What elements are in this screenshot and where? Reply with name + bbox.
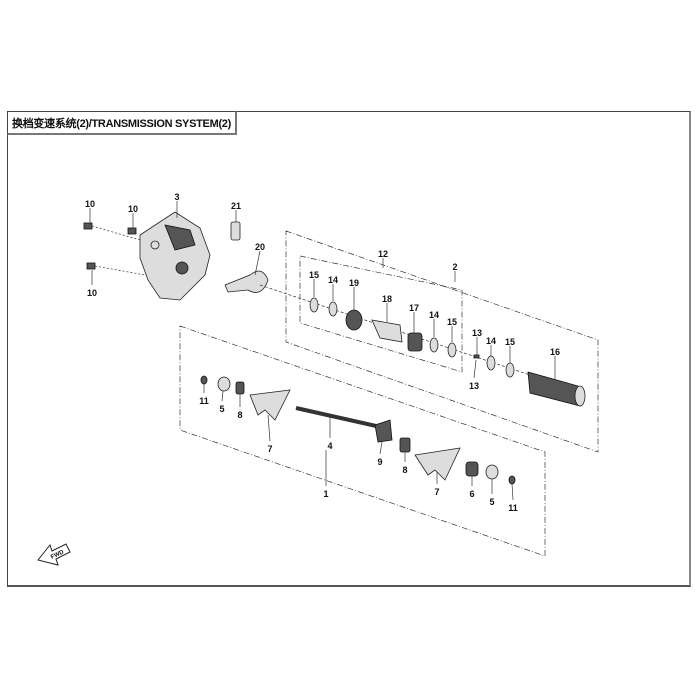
part-4-fork-shaft[interactable]	[295, 406, 386, 430]
callout-16: 16	[550, 347, 560, 357]
part-3-shift-housing[interactable]	[139, 211, 211, 301]
callout-12: 12	[378, 249, 388, 259]
part-14-washer[interactable]	[328, 301, 338, 317]
part-18-shaft[interactable]	[371, 319, 403, 343]
callout-1: 1	[323, 489, 328, 499]
callout-9: 9	[377, 457, 382, 467]
part-10-bolt[interactable]	[86, 262, 146, 276]
callout-15: 15	[505, 337, 515, 347]
callout-15: 15	[447, 317, 457, 327]
callout-8: 8	[402, 465, 407, 475]
callout-7: 7	[434, 487, 439, 497]
callout-19: 19	[349, 278, 359, 288]
part-8-spring[interactable]	[235, 381, 245, 395]
part-15-circlip[interactable]	[505, 362, 515, 378]
part-5-cap[interactable]	[217, 376, 231, 392]
callout-10: 10	[85, 199, 95, 209]
part-15-circlip[interactable]	[447, 342, 457, 358]
part-21-pin[interactable]	[230, 221, 241, 241]
part-10-bolt[interactable]	[127, 227, 137, 235]
part-7-shift-fork[interactable]	[414, 447, 461, 481]
part-17-spring[interactable]	[407, 332, 423, 352]
group-box-12	[299, 255, 463, 373]
callout-14: 14	[429, 310, 439, 320]
callout-14: 14	[328, 275, 338, 285]
callout-11: 11	[199, 396, 209, 406]
callout-15: 15	[309, 270, 319, 280]
callout-5: 5	[489, 497, 494, 507]
part-20-shift-lever[interactable]	[224, 270, 269, 293]
svg-text:FWD: FWD	[50, 549, 66, 560]
callout-5: 5	[219, 404, 224, 414]
callout-10: 10	[128, 204, 138, 214]
callout-21: 21	[231, 201, 241, 211]
part-5-cap[interactable]	[485, 464, 499, 480]
part-15-circlip[interactable]	[309, 297, 319, 313]
callout-11: 11	[508, 503, 518, 513]
callout-10: 10	[87, 288, 97, 298]
part-9-fork-arm[interactable]	[374, 419, 393, 443]
part-14-washer[interactable]	[429, 337, 439, 353]
group-box-2	[285, 230, 599, 453]
part-6-spring[interactable]	[465, 461, 479, 477]
part-14-washer[interactable]	[486, 355, 496, 371]
part-7-shift-fork[interactable]	[249, 389, 291, 421]
callout-3: 3	[174, 192, 179, 202]
callout-18: 18	[382, 294, 392, 304]
callout-8: 8	[237, 410, 242, 420]
callout-17: 17	[409, 303, 419, 313]
callout-2: 2	[452, 262, 457, 272]
callout-6: 6	[469, 489, 474, 499]
diagram-title: 换档变速系统(2)/TRANSMISSION SYSTEM(2)	[7, 111, 237, 135]
group-box-1	[179, 325, 546, 557]
callout-13: 13	[472, 328, 482, 338]
part-8-spring[interactable]	[399, 437, 411, 453]
callout-13: 13	[469, 381, 479, 391]
callout-20: 20	[255, 242, 265, 252]
callout-14: 14	[486, 336, 496, 346]
part-19-cam[interactable]	[345, 309, 363, 331]
fwd-arrow-icon: FWD	[37, 543, 71, 566]
part-16-shift-drum[interactable]	[527, 371, 581, 407]
callout-7: 7	[267, 444, 272, 454]
leader-lines	[89, 201, 556, 501]
part-10-bolt[interactable]	[83, 222, 141, 241]
part-13-pin[interactable]	[473, 354, 480, 359]
part-11-nut[interactable]	[508, 475, 516, 485]
part-11-nut[interactable]	[200, 375, 208, 385]
callout-4: 4	[327, 441, 332, 451]
diagram-frame	[7, 111, 691, 587]
